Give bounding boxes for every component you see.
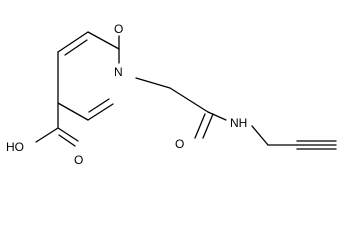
carboxylic-acid-group [35,102,79,147]
atom-label-amide-nh: NH [230,116,247,130]
side-chain [135,77,337,150]
bond-c3-c4 [57,31,89,53]
bond-cooh-o-double [58,134,76,147]
atom-label-ring-nitrogen: N [114,65,123,79]
atom-label-acid-hydroxyl: HO [6,140,24,154]
bond-camide-o-double [202,113,214,139]
bond-cooh-o [57,127,79,142]
bond-c6-n1-double [88,98,110,113]
atom-label-ring-oxygen: O [114,22,123,36]
atom-labels: O N HO O O NH [6,22,247,167]
bond-c6-n1 [87,103,114,121]
bond-ch2-camide [169,87,209,113]
bond-camide-o [194,113,206,139]
molecule-structure-drawing: O N HO O O NH [6,22,337,167]
bond-cooh-oh [35,127,59,143]
atom-label-acid-oxygen: O [74,153,83,167]
bond-n-ch2 [135,77,171,89]
structure-canvas: O N HO O O NH [6,22,337,167]
bond-c5-c6 [57,102,89,121]
bond-nh-ch2 [251,125,269,146]
bond-c3-c4-double [64,39,88,56]
pyridone-ring [57,31,120,121]
bond-c2-c3 [87,31,120,50]
atom-label-amide-oxygen: O [175,137,184,151]
bond-camide-nh [207,111,227,121]
